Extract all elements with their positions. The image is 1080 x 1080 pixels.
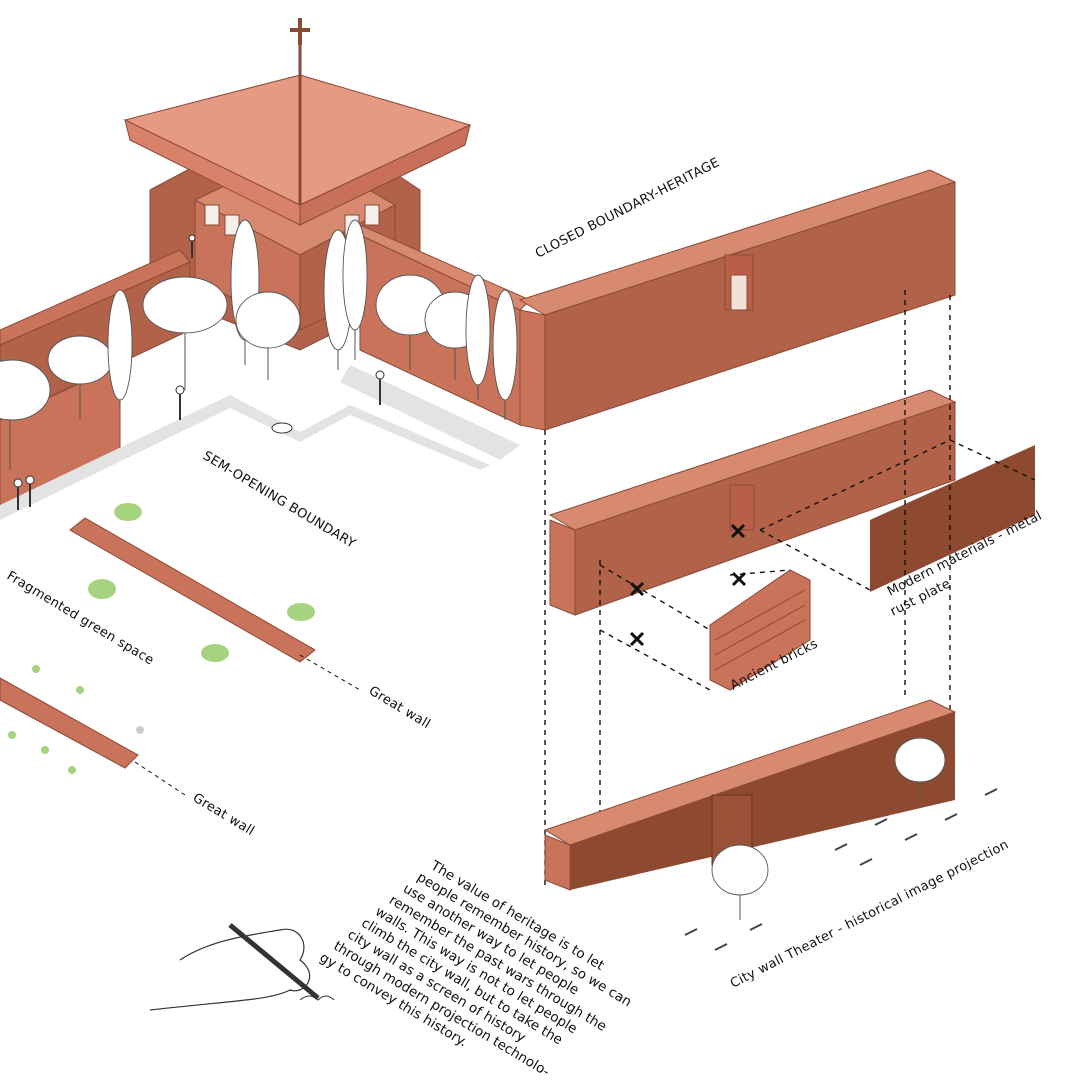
pedestrian-path — [0, 365, 520, 520]
dashed-guides — [544, 290, 1036, 890]
closed-boundary-wall — [518, 169, 957, 431]
people-figures — [13, 234, 385, 510]
label-semi-opening: SEM-OPENING BOUNDARY — [200, 449, 358, 552]
exploded-wall — [548, 389, 957, 616]
label-great-wall-1: Great wall — [366, 684, 433, 732]
heritage-note: The value of heritage is to let people r… — [317, 857, 635, 1080]
label-fragmented-green: Fragmented green space — [4, 569, 156, 669]
label-great-wall-2: Great wall — [190, 791, 257, 839]
rust-plate — [870, 445, 1035, 592]
plan-elements — [0, 503, 316, 774]
theater-wall — [543, 699, 957, 891]
trees — [0, 219, 518, 470]
hand-sketch-icon — [149, 923, 335, 1011]
theater-landscape — [684, 737, 998, 951]
